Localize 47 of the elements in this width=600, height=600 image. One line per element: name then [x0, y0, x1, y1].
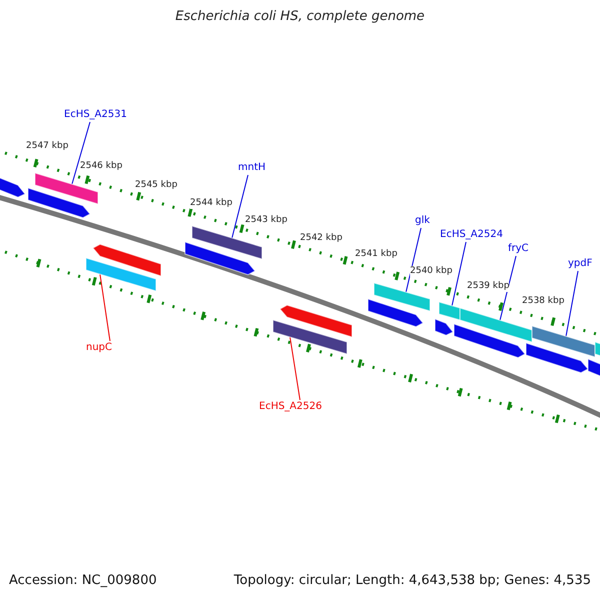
scale-label: 2547 kbp	[26, 141, 68, 152]
gene-label: mntH	[238, 162, 266, 174]
gene-label: fryC	[508, 243, 529, 255]
scale-label: 2543 kbp	[245, 215, 288, 226]
gene-bar	[438, 301, 460, 321]
gene-bar	[460, 307, 532, 343]
gene-bar	[0, 175, 26, 198]
gene-label: EcHS_A2524	[440, 229, 503, 241]
scale-label: 2539 kbp	[467, 281, 510, 292]
gene-bar	[588, 358, 600, 378]
title: Escherichia coli HS, complete genome	[174, 9, 426, 25]
gene-bar	[279, 304, 352, 338]
gene-bar	[526, 342, 589, 374]
gene-bar	[374, 282, 430, 312]
leader-line	[72, 122, 90, 185]
leader-line	[566, 270, 578, 337]
scale-label: 2540 kbp	[410, 266, 452, 277]
gene-label: nupC	[86, 342, 112, 354]
gene-bar	[28, 187, 91, 218]
accession-text: Accession: NC_009800	[9, 573, 157, 589]
scale-label: 2545 kbp	[135, 180, 178, 191]
gene-bar	[34, 172, 98, 205]
leader-line	[100, 274, 110, 342]
scale-label: 2546 kbp	[80, 161, 122, 172]
gene-bar	[86, 257, 156, 292]
gene-label: glk	[415, 215, 430, 227]
gene-label: ypdF	[568, 258, 592, 270]
gene-bar	[532, 325, 596, 358]
gene-bar	[92, 244, 162, 277]
leader-line	[232, 174, 248, 238]
leader-line	[500, 256, 516, 321]
gene-label: EcHS_A2526	[259, 401, 322, 413]
gene-bar	[368, 298, 424, 328]
gene-label: EcHS_A2531	[64, 109, 127, 121]
gene-bar	[184, 241, 256, 276]
leader-line	[406, 228, 422, 293]
gene-bar	[272, 319, 348, 355]
scale-label: 2538 kbp	[522, 296, 564, 307]
gene-bar	[192, 225, 262, 260]
scale-label: 2541 kbp	[355, 249, 398, 260]
leader-line	[290, 336, 300, 400]
genome-info-text: Topology: circular; Length: 4,643,538 bp; Genes: 4,535	[234, 573, 591, 589]
scale-label: 2544 kbp	[190, 198, 232, 209]
leader-line	[452, 242, 466, 306]
scale-label: 2542 kbp	[300, 233, 342, 244]
gene-bar	[454, 323, 526, 358]
gene-bar	[434, 318, 454, 336]
